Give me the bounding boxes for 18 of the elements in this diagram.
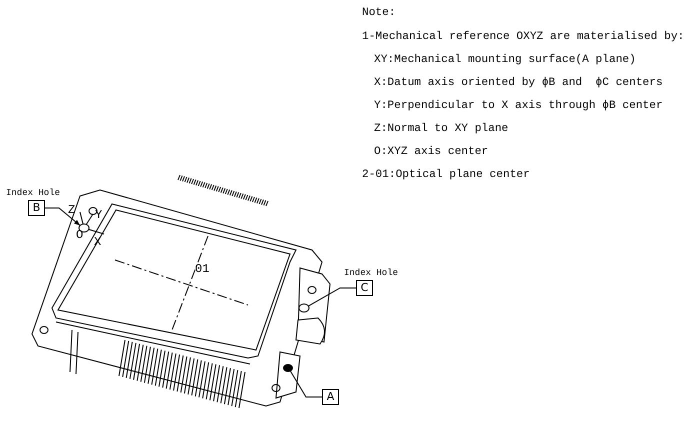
datum-label: A xyxy=(322,389,339,405)
note-heading: Note: xyxy=(362,6,396,20)
note-text: XY:Mechanical mounting surface(A plane) xyxy=(374,53,636,67)
index-hole-caption: Index Hole xyxy=(6,188,60,198)
leader-line xyxy=(44,208,81,226)
datum-label: C xyxy=(356,280,373,296)
note-text: X:Datum axis oriented by ϕB and ϕC centers xyxy=(374,76,663,90)
index-hole-caption: Index Hole xyxy=(344,268,398,278)
leader-line xyxy=(308,288,356,307)
axis-label: Z xyxy=(68,203,76,217)
note-text: 2-01:Optical plane center xyxy=(362,168,530,182)
datum-label: B xyxy=(28,200,45,216)
note-text: O:XYZ axis center xyxy=(374,145,488,159)
point-label: 01 xyxy=(195,262,210,276)
note-text: Z:Normal to XY plane xyxy=(374,122,508,136)
index-hole xyxy=(298,304,310,312)
note-text: 1-Mechanical reference OXYZ are materialised by: xyxy=(362,30,684,44)
note-text: Y:Perpendicular to X axis through ϕB center xyxy=(374,99,663,113)
